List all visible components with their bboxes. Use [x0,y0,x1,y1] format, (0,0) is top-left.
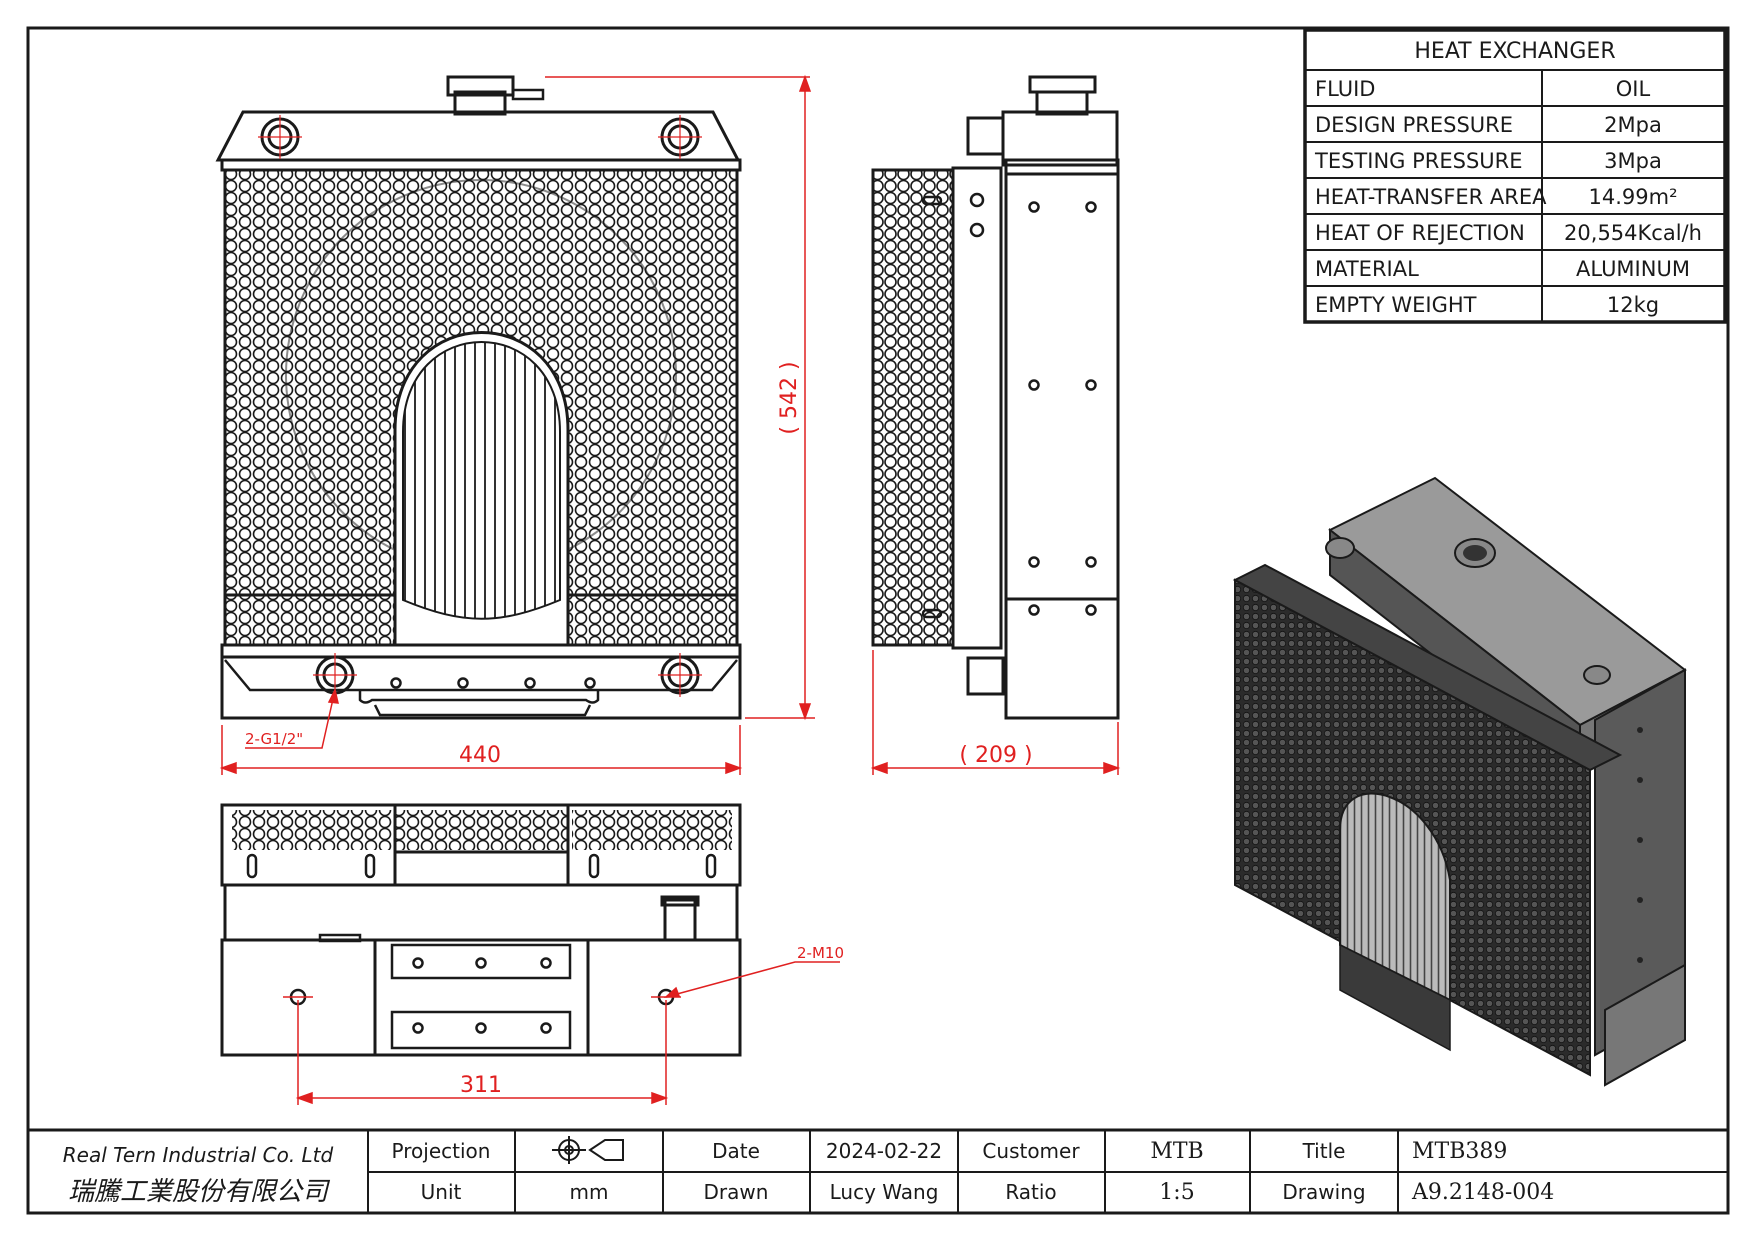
date-label: Date [712,1139,760,1163]
dim-side-depth: ( 209 ) [959,743,1032,768]
spec-table: HEAT EXCHANGER FLUID OIL DESIGN PRESSURE… [1303,28,1727,324]
spec-label-testing-pressure: TESTING PRESSURE [1314,149,1523,173]
ratio-label: Ratio [1005,1180,1056,1204]
sheet-border [26,26,1730,1215]
front-view: 440 ( 542 ) 2-G1/2" [215,74,815,775]
spec-value-fluid: OIL [1616,77,1651,101]
dim-bottom-spacing: 311 [460,1073,502,1098]
spec-label-material: MATERIAL [1315,257,1419,281]
drawn-label: Drawn [704,1180,769,1204]
title-value: MTB389 [1412,1139,1507,1164]
spec-label-heat-transfer-area: HEAT-TRANSFER AREA [1315,185,1547,209]
date-value: 2024-02-22 [826,1139,942,1163]
spec-label-heat-of-rejection: HEAT OF REJECTION [1315,221,1525,245]
company-name-en: Real Tern Industrial Co. Ltd [63,1143,334,1167]
spec-table-title: HEAT EXCHANGER [1414,39,1615,64]
spec-value-empty-weight: 12kg [1607,293,1659,317]
side-view: ( 209 ) [870,75,1121,775]
spec-value-heat-of-rejection: 20,554Kcal/h [1564,221,1702,245]
callout-mount-thread: 2-M10 [797,944,844,962]
title-block: Real Tern Industrial Co. Ltd 瑞騰工業股份有限公司 … [28,1128,1728,1213]
callout-port-size: 2-G1/2" [245,730,303,748]
projection-label: Projection [392,1139,491,1163]
drawn-value: Lucy Wang [830,1180,939,1204]
company-name-zh: 瑞騰工業股份有限公司 [68,1177,331,1207]
drawing-number: A9.2148-004 [1411,1180,1554,1205]
bottom-view: 311 2-M10 [220,803,844,1105]
first-angle-projection-icon [552,1136,624,1164]
dim-front-height: ( 542 ) [777,361,802,434]
spec-label-fluid: FLUID [1315,77,1375,101]
title-label: Title [1302,1139,1346,1163]
spec-label-design-pressure: DESIGN PRESSURE [1315,113,1513,137]
unit-label: Unit [421,1180,462,1204]
customer-value: MTB [1150,1139,1203,1164]
customer-label: Customer [982,1139,1080,1163]
unit-value: mm [570,1180,609,1204]
spec-label-empty-weight: EMPTY WEIGHT [1315,293,1477,317]
spec-value-material: ALUMINUM [1576,257,1690,281]
isometric-view [1232,476,1687,1087]
drawing-label: Drawing [1282,1180,1365,1204]
spec-value-testing-pressure: 3Mpa [1604,149,1662,173]
dim-front-width: 440 [459,743,501,768]
spec-value-design-pressure: 2Mpa [1604,113,1662,137]
ratio-value: 1:5 [1159,1180,1194,1205]
spec-value-heat-transfer-area: 14.99m² [1589,185,1678,209]
